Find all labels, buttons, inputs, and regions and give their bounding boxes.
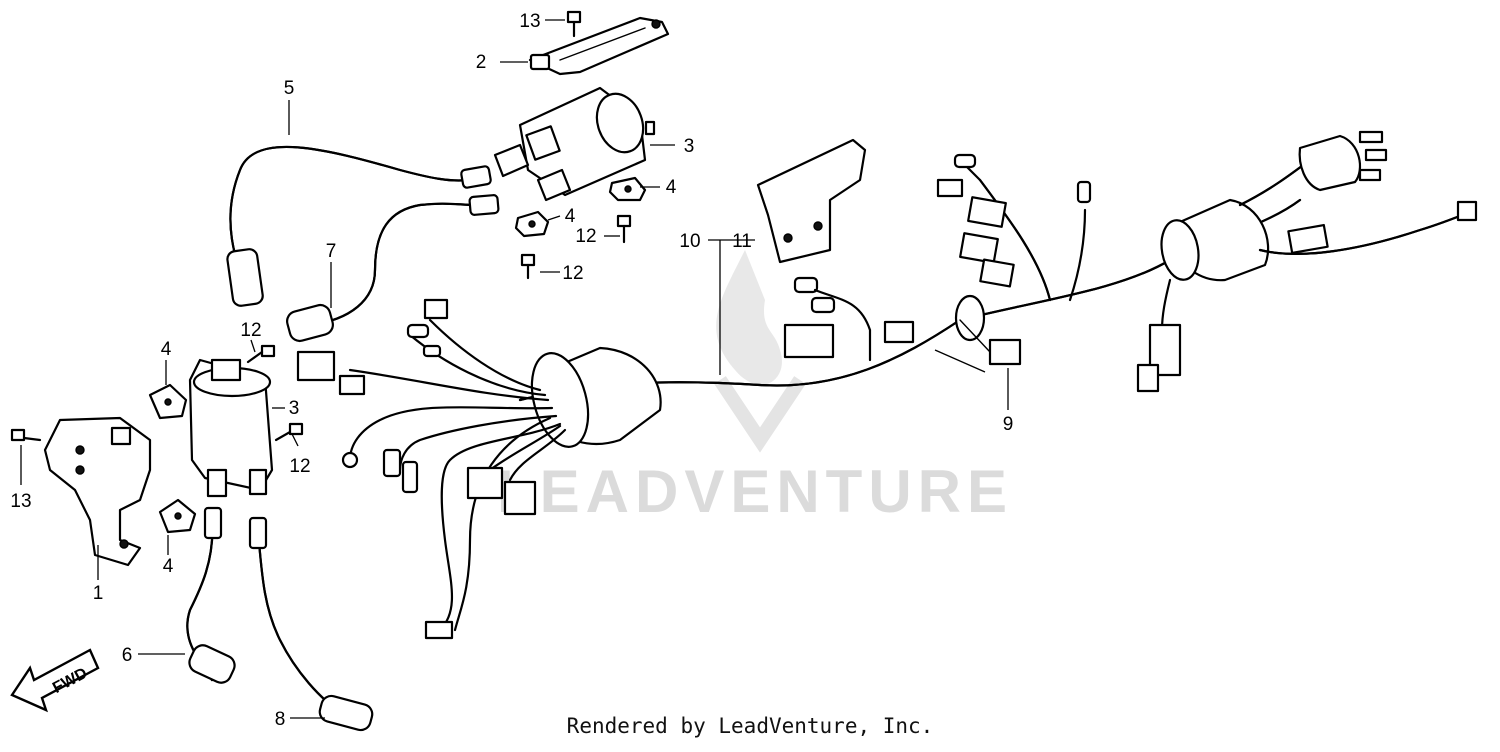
callout-10: 10 — [679, 231, 700, 252]
callout-6: 6 — [122, 645, 133, 666]
footer-credit: Rendered by LeadVenture, Inc. — [566, 714, 934, 738]
part-10-main-harness[interactable] — [296, 130, 1478, 640]
callout-3-upper: 3 — [684, 136, 695, 157]
callout-4-left-upper: 4 — [161, 339, 172, 360]
part-4-nut-upper-left[interactable] — [514, 210, 550, 238]
callout-2: 2 — [476, 52, 487, 73]
callout-4-upper-left: 4 — [565, 206, 576, 227]
part-3-ignition-coil-upper[interactable] — [493, 86, 656, 202]
part-5-plug-wire[interactable] — [226, 145, 492, 307]
part-4-nut-upper-right[interactable] — [608, 176, 647, 202]
part-2-bracket[interactable] — [528, 16, 670, 76]
part-12-bolt-left-lower[interactable] — [274, 422, 304, 442]
watermark-v-icon — [714, 376, 806, 453]
callout-1: 1 — [93, 583, 104, 604]
callout-13-left: 13 — [10, 491, 31, 512]
leader-lines — [20, 19, 1009, 719]
part-4-nut-left-upper[interactable] — [148, 383, 188, 420]
callout-11: 11 — [732, 231, 752, 252]
part-12-bolt-left-upper[interactable] — [246, 344, 276, 364]
callout-12-upper-left: 12 — [562, 263, 583, 284]
part-1-coil-bracket[interactable] — [43, 416, 152, 567]
callout-4-upper-right: 4 — [666, 177, 677, 198]
callout-7: 7 — [326, 241, 337, 262]
callout-3-lower: 3 — [289, 398, 300, 419]
part-13-bolt-top[interactable] — [566, 10, 582, 38]
part-13-bolt-left[interactable] — [10, 428, 42, 442]
callout-9: 9 — [1003, 414, 1014, 435]
part-7-plug-wire[interactable] — [285, 194, 500, 343]
callout-5: 5 — [284, 78, 295, 99]
callout-12-upper-right: 12 — [575, 226, 596, 247]
fwd-arrow: FWD — [10, 648, 100, 713]
callout-labels: 13 2 3 4 4 12 12 5 7 12 4 3 12 13 1 4 6 … — [10, 11, 1013, 730]
part-3-ignition-coil-lower[interactable] — [188, 358, 274, 498]
watermark-flame-icon — [716, 250, 782, 385]
callout-12-left-lower: 12 — [289, 456, 310, 477]
part-11-plate[interactable] — [756, 138, 867, 264]
callout-4-left-lower: 4 — [163, 556, 174, 577]
part-4-nut-left-lower[interactable] — [158, 498, 197, 534]
part-6-plug-wire[interactable] — [186, 506, 238, 686]
callout-12-left-upper: 12 — [240, 320, 261, 341]
watermark: LEADVENTURE — [497, 250, 1013, 525]
watermark-text: LEADVENTURE — [497, 458, 1013, 525]
part-12-bolt-upper-right[interactable] — [616, 214, 632, 244]
callout-13-top: 13 — [519, 11, 540, 32]
part-8-plug-wire[interactable] — [248, 516, 374, 732]
part-12-bolt-upper-left[interactable] — [520, 253, 536, 280]
callout-8: 8 — [275, 709, 286, 730]
